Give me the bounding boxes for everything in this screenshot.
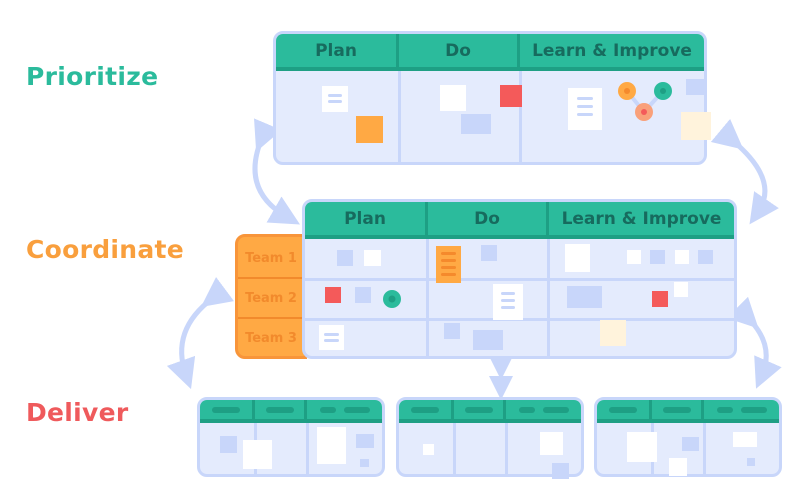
blue-card bbox=[356, 434, 374, 448]
orange-card bbox=[356, 116, 383, 143]
arrow-mid-left bbox=[166, 277, 234, 390]
team-label-3: Team 3 bbox=[245, 331, 297, 346]
coordinate-board: Plan Do Learn & Improve bbox=[302, 199, 737, 359]
white-card bbox=[675, 250, 689, 264]
team-label-1: Team 1 bbox=[245, 251, 297, 266]
board-header: Plan Do Learn & Improve bbox=[305, 202, 734, 239]
white-card bbox=[565, 244, 590, 272]
white-card bbox=[423, 444, 434, 455]
team-board-label-1: Team 1 bbox=[207, 378, 254, 391]
level-subtitle-executive: Executive level bbox=[27, 35, 163, 53]
column-header-plan: Plan bbox=[305, 202, 428, 235]
blue-card bbox=[360, 459, 369, 467]
level-title-prioritize: Prioritize bbox=[26, 62, 159, 91]
white-card bbox=[540, 432, 563, 455]
white-card bbox=[364, 250, 381, 266]
blue-card bbox=[337, 250, 353, 266]
teal-dot-icon bbox=[383, 290, 401, 308]
white-card bbox=[440, 85, 466, 111]
row-divider bbox=[305, 278, 734, 281]
connected-nodes-icon bbox=[618, 82, 672, 121]
blue-card bbox=[682, 437, 699, 451]
board-header: Plan Do Learn & Improve bbox=[276, 34, 704, 71]
blue-card bbox=[567, 286, 602, 308]
arrow-top-left bbox=[252, 118, 301, 225]
column-divider bbox=[703, 423, 706, 474]
level-title-coordinate: Coordinate bbox=[26, 235, 185, 264]
column-header-learn-improve: Learn & Improve bbox=[532, 40, 692, 61]
white-card bbox=[733, 432, 757, 447]
orange-note-card bbox=[436, 246, 461, 283]
level-subtitle-team: Team level bbox=[27, 372, 122, 390]
cream-card bbox=[681, 112, 711, 140]
column-divider bbox=[547, 239, 550, 356]
board-header bbox=[200, 400, 382, 423]
red-card bbox=[652, 291, 668, 307]
note-card bbox=[493, 284, 523, 320]
blue-card bbox=[473, 330, 503, 350]
column-divider bbox=[519, 71, 522, 162]
team-divider bbox=[238, 317, 304, 319]
team-panel: Team 1 Team 2 Team 3 bbox=[235, 234, 307, 359]
red-card bbox=[500, 85, 522, 107]
blue-card bbox=[552, 463, 569, 479]
column-header-plan: Plan bbox=[276, 34, 399, 67]
blue-card bbox=[355, 287, 371, 303]
team-board-2 bbox=[396, 397, 584, 479]
team-board-1 bbox=[197, 397, 385, 477]
column-divider bbox=[306, 423, 309, 474]
team-board-label-2: Team 2 bbox=[404, 378, 451, 391]
note-card bbox=[319, 325, 344, 350]
blue-card bbox=[444, 323, 460, 339]
level-title-deliver: Deliver bbox=[26, 398, 129, 427]
blue-card bbox=[220, 436, 237, 453]
cream-card bbox=[600, 320, 626, 346]
white-card bbox=[243, 440, 272, 469]
white-card bbox=[627, 250, 641, 264]
white-card bbox=[669, 458, 687, 476]
board-header bbox=[399, 400, 581, 423]
blue-card bbox=[686, 79, 704, 95]
white-card bbox=[674, 282, 688, 297]
column-divider bbox=[426, 239, 429, 356]
prioritize-board: Plan Do Learn & Improve bbox=[273, 31, 711, 165]
team-label-2: Team 2 bbox=[245, 291, 297, 306]
column-divider bbox=[398, 71, 401, 162]
white-card bbox=[627, 432, 657, 462]
arrow-top-right bbox=[710, 118, 779, 225]
level-subtitle-cross-functional: Cross-functional level bbox=[27, 208, 222, 226]
column-divider bbox=[453, 423, 456, 474]
column-divider bbox=[505, 423, 508, 474]
blue-card bbox=[650, 250, 665, 264]
team-board-3 bbox=[594, 397, 782, 477]
column-header-do: Do bbox=[428, 202, 549, 235]
red-card bbox=[325, 287, 341, 303]
team-board-label-3: Team 3 bbox=[604, 378, 651, 391]
blue-card bbox=[461, 114, 491, 134]
team-divider bbox=[238, 277, 304, 279]
blue-card bbox=[747, 458, 755, 466]
board-header bbox=[597, 400, 779, 423]
column-header-learn-improve: Learn & Improve bbox=[561, 208, 722, 229]
column-header-do: Do bbox=[399, 34, 520, 67]
blue-card bbox=[698, 250, 713, 264]
arrow-mid-right bbox=[726, 296, 782, 389]
note-card bbox=[568, 88, 602, 130]
blue-card bbox=[481, 245, 497, 261]
white-card bbox=[317, 427, 346, 464]
note-card bbox=[322, 86, 348, 112]
